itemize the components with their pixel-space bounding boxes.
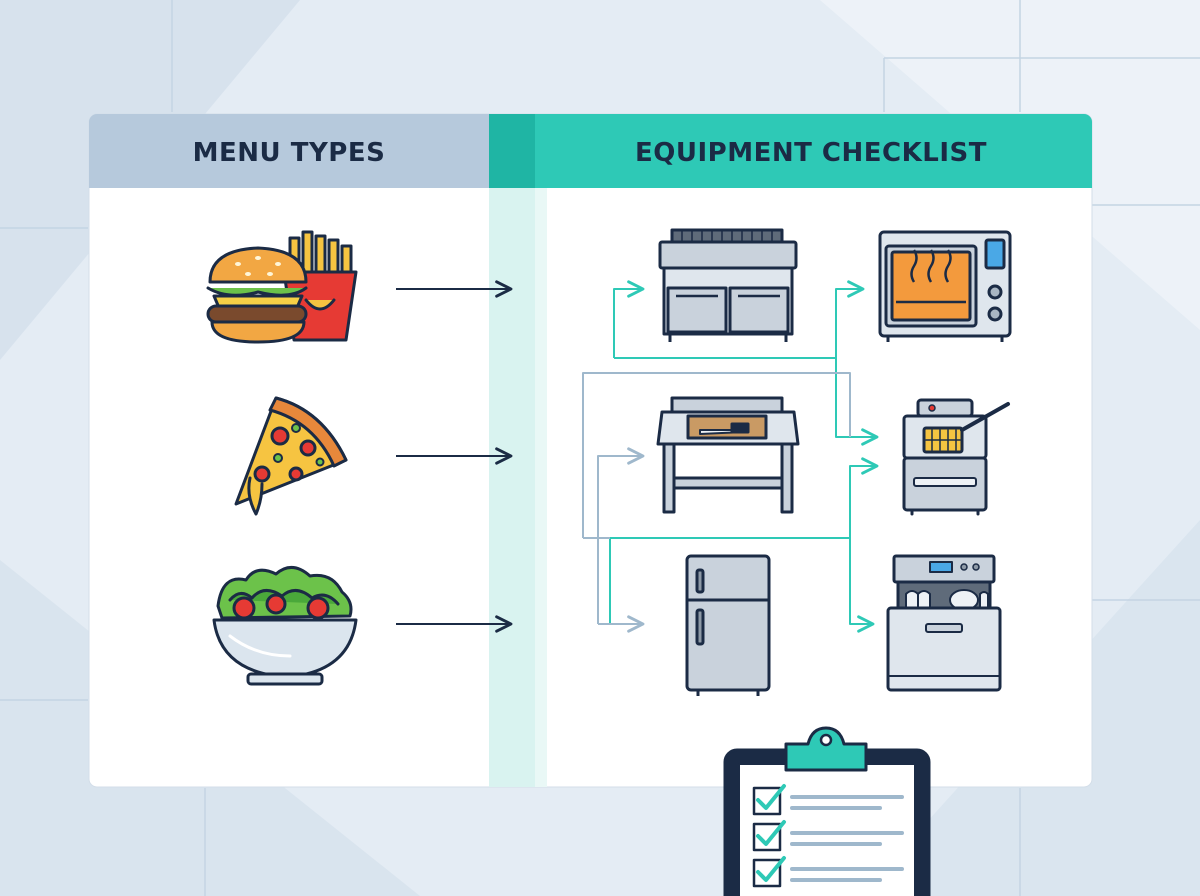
refrigerator-icon <box>685 554 771 696</box>
equipment-connectors <box>582 280 879 633</box>
connector-to-grill <box>613 280 645 358</box>
connector-to-prep-table <box>597 447 645 624</box>
salad-bowl-icon <box>212 566 358 686</box>
convection-oven-icon <box>878 230 1012 342</box>
checklist-item <box>752 820 904 852</box>
connector-to-oven <box>614 280 865 359</box>
clipboard-checklist-icon <box>723 726 931 896</box>
equipment-checklist-title: EQUIPMENT CHECKLIST <box>635 138 987 168</box>
connector-to-dishwasher <box>849 538 875 633</box>
checklist-item <box>752 856 904 888</box>
prep-table-icon <box>656 396 800 514</box>
connector-gray-upper <box>582 372 851 538</box>
burger-and-fries-icon <box>206 230 358 344</box>
grill-range-icon <box>658 228 798 342</box>
checklist-item <box>752 784 904 816</box>
menu-types-header: MENU TYPES <box>89 114 489 188</box>
dishwasher-icon <box>886 554 1002 692</box>
pizza-slice-icon <box>234 396 348 516</box>
menu-types-title: MENU TYPES <box>193 138 386 168</box>
deep-fryer-icon <box>902 398 1010 516</box>
menu-arrows <box>396 280 513 633</box>
connector-to-fryer <box>835 358 879 446</box>
equipment-checklist-header: EQUIPMENT CHECKLIST <box>489 114 1092 188</box>
